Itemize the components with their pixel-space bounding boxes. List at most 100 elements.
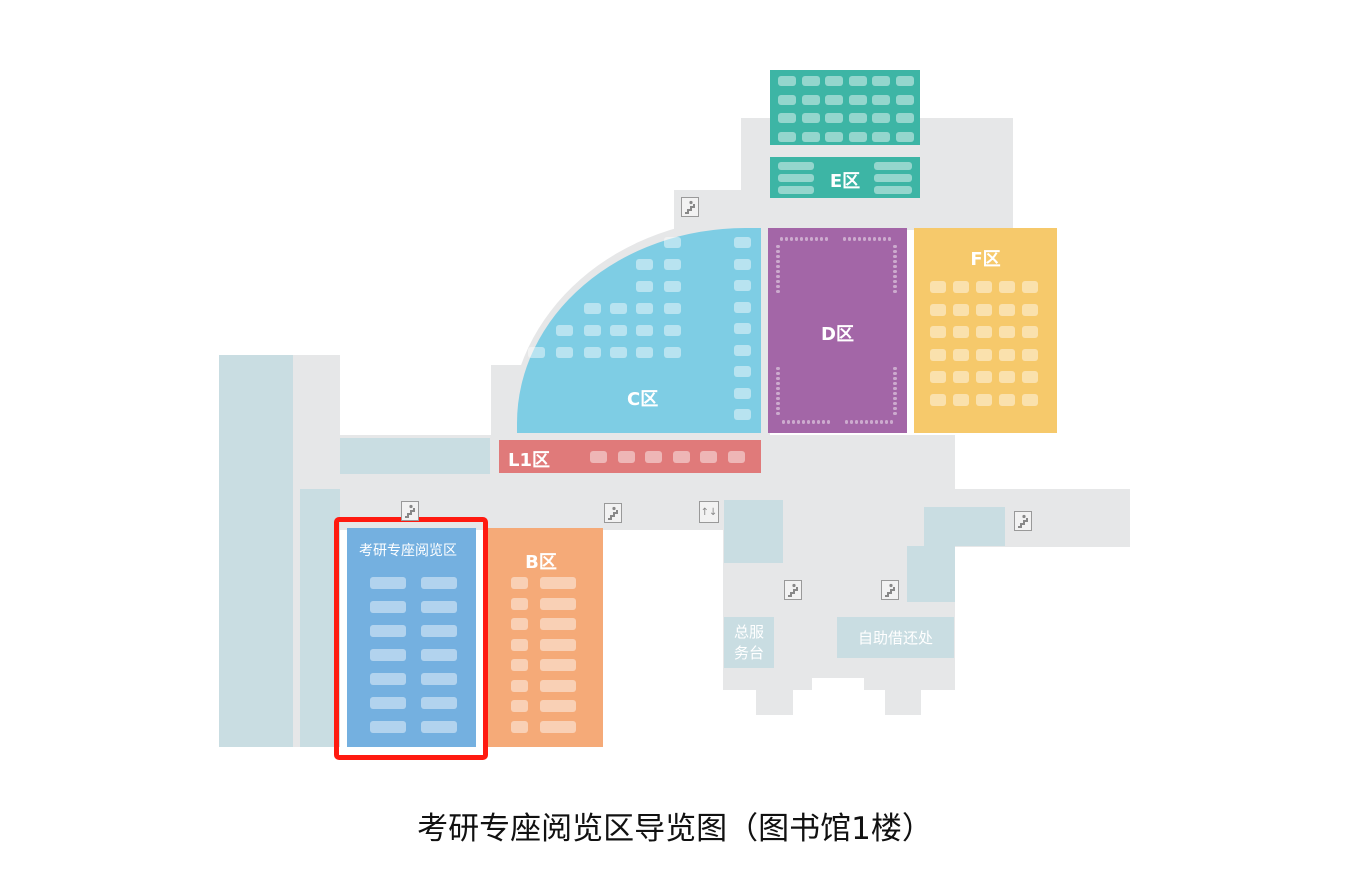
seat-group	[511, 597, 528, 610]
zone-l1[interactable]: L1区	[499, 440, 761, 473]
seat-group	[825, 131, 843, 142]
seat-group	[734, 387, 751, 399]
seat-group	[511, 720, 528, 733]
seat-group	[511, 679, 528, 692]
seat-group	[860, 420, 863, 424]
seat-group	[1022, 281, 1038, 293]
seat-group	[930, 326, 946, 338]
seat-group	[895, 113, 914, 123]
zone-f[interactable]: F区	[914, 228, 1057, 433]
seat-group	[782, 420, 785, 424]
seat-group	[1022, 326, 1038, 338]
seat-group	[511, 659, 528, 671]
seat-group	[848, 94, 867, 105]
seat-group	[664, 237, 681, 248]
seat-group	[636, 281, 653, 292]
seat-group	[873, 237, 876, 241]
map-title: 考研专座阅览区导览图（图书馆1楼）	[417, 811, 933, 847]
service-desk[interactable]: 总服务台	[724, 617, 774, 668]
seat-group	[421, 625, 457, 637]
seat-group	[953, 303, 969, 316]
seat-group	[890, 420, 893, 424]
west-stacks	[219, 355, 293, 747]
seat-group	[776, 397, 780, 400]
seat-group	[817, 420, 820, 424]
seat-group	[820, 237, 823, 241]
seat-group	[778, 186, 814, 194]
seat-group	[822, 420, 825, 424]
seat-group	[805, 237, 808, 241]
zone-e-upper[interactable]	[770, 70, 920, 145]
seat-group	[778, 131, 796, 142]
seat-group	[893, 407, 897, 410]
seat-group	[734, 258, 751, 270]
seat-group	[893, 275, 897, 278]
seat-group	[893, 245, 897, 248]
seat-group	[610, 325, 627, 336]
seat-group	[848, 131, 867, 142]
seat-group	[778, 94, 796, 105]
seat-group	[825, 94, 843, 105]
seat-group	[872, 94, 890, 105]
zone-l1-label: L1区	[508, 450, 550, 471]
seat-group	[893, 255, 897, 258]
seat-group	[874, 186, 912, 194]
seat-group	[976, 393, 992, 406]
seat-group	[893, 367, 897, 370]
seat-group	[893, 280, 897, 283]
seat-group	[511, 638, 528, 651]
seat-group	[893, 392, 897, 395]
seat-group	[617, 451, 635, 463]
seat-group	[790, 237, 793, 241]
seat-group	[801, 131, 820, 142]
seat-group	[672, 451, 690, 463]
seat-group	[664, 325, 681, 336]
zone-d[interactable]: D区	[768, 228, 907, 433]
zone-e-label: E区	[829, 171, 861, 192]
seat-group	[875, 420, 878, 424]
zone-kaoyan-reading[interactable]: 考研专座阅览区	[347, 528, 476, 747]
stairs-icon	[784, 580, 802, 600]
seat-group	[664, 259, 681, 270]
seat-group	[827, 420, 830, 424]
room-block-2	[924, 507, 1005, 546]
seat-group	[843, 237, 846, 241]
seat-group	[664, 347, 681, 358]
seat-group	[883, 237, 886, 241]
zone-b[interactable]: B区	[488, 528, 603, 747]
seat-group	[734, 409, 751, 420]
seat-group	[776, 270, 780, 273]
seat-group	[895, 94, 914, 105]
seat-group	[610, 347, 627, 358]
seat-group	[810, 237, 813, 241]
seat-group	[776, 275, 780, 278]
seat-group	[885, 420, 888, 424]
seat-group	[370, 601, 406, 613]
seat-group	[540, 659, 576, 671]
seat-group	[893, 372, 897, 375]
seat-group	[893, 412, 897, 415]
seat-group	[1022, 303, 1038, 316]
seat-group	[610, 303, 627, 314]
seat-group	[645, 451, 662, 463]
seat-group	[930, 371, 946, 383]
seat-group	[976, 371, 992, 383]
lobby-exit-2	[885, 680, 921, 715]
zone-e[interactable]: E区	[770, 157, 920, 198]
seat-group	[776, 280, 780, 283]
seat-group	[734, 280, 751, 291]
seat-group	[878, 237, 881, 241]
seat-group	[825, 76, 843, 86]
seat-group	[540, 577, 576, 589]
seat-group	[664, 303, 681, 314]
seat-group	[540, 720, 576, 733]
seat-group	[1022, 371, 1038, 383]
seat-group	[734, 344, 751, 356]
stairs-icon	[881, 580, 899, 600]
seat-group	[893, 265, 897, 268]
seat-group	[421, 721, 457, 733]
seat-group	[734, 366, 751, 377]
self-checkout[interactable]: 自助借还处	[837, 617, 954, 658]
seat-group	[778, 76, 796, 86]
